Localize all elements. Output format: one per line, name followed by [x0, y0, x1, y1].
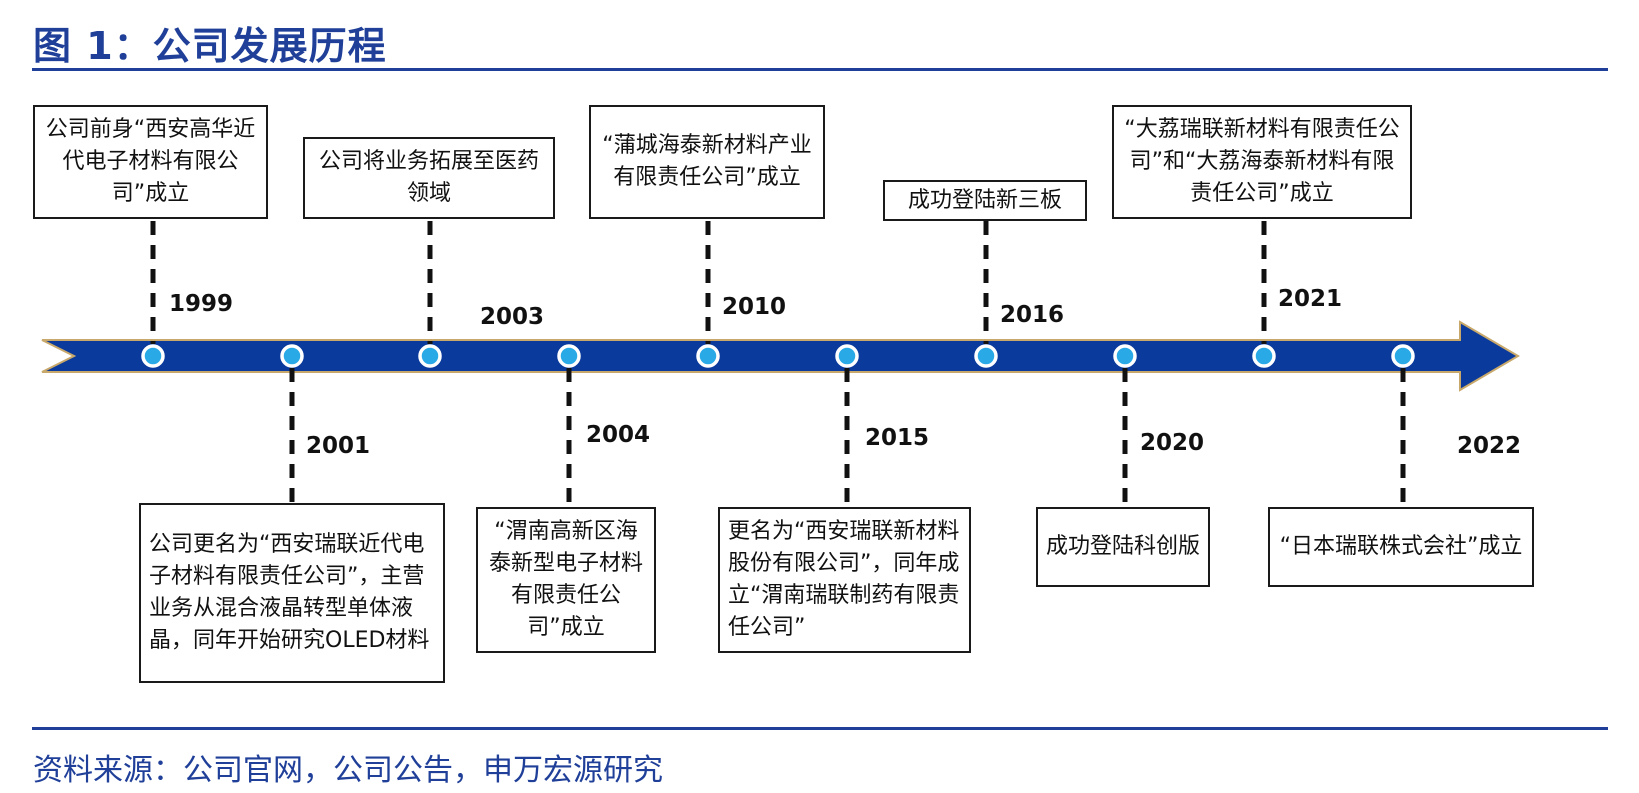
timeline-node-2020 — [1113, 344, 1137, 368]
event-box-2020: 成功登陆科创版 — [1036, 507, 1210, 587]
event-box-2021: “大荔瑞联新材料有限责任公司”和“大荔海泰新材料有限责任公司”成立 — [1112, 105, 1412, 219]
event-box-2003: 公司将业务拓展至医药领域 — [303, 137, 555, 219]
year-label-2020: 2020 — [1140, 430, 1205, 456]
event-box-2010: “蒲城海泰新材料产业有限责任公司”成立 — [589, 105, 825, 219]
timeline-node-2021 — [1252, 344, 1276, 368]
timeline-node-2010 — [696, 344, 720, 368]
event-box-2004: “渭南高新区海泰新型电子材料有限责任公司”成立 — [476, 507, 656, 653]
timeline-node-2004 — [557, 344, 581, 368]
year-label-2004: 2004 — [586, 422, 651, 448]
year-label-2016: 2016 — [1000, 302, 1065, 328]
year-label-2022: 2022 — [1457, 433, 1522, 459]
year-label-2010: 2010 — [722, 294, 787, 320]
event-box-2022: “日本瑞联株式会社”成立 — [1268, 507, 1534, 587]
event-box-2015: 更名为“西安瑞联新材料股份有限公司”，同年成立“渭南瑞联制药有限责任公司” — [718, 507, 971, 653]
year-label-2001: 2001 — [306, 433, 371, 459]
timeline-node-2015 — [835, 344, 859, 368]
timeline-node-2022 — [1391, 344, 1415, 368]
event-box-1999: 公司前身“西安高华近代电子材料有限公司”成立 — [33, 105, 268, 219]
source-note: 资料来源：公司官网，公司公告，申万宏源研究 — [33, 753, 663, 788]
year-label-2021: 2021 — [1278, 286, 1343, 312]
figure-title: 图 1：公司发展历程 — [33, 24, 387, 68]
timeline-arrow — [41, 320, 1520, 392]
event-box-2001: 公司更名为“西安瑞联近代电子材料有限责任公司”，主营业务从混合液晶转型单体液晶，… — [139, 503, 445, 683]
event-box-2016: 成功登陆新三板 — [883, 180, 1087, 221]
timeline-node-2016 — [974, 344, 998, 368]
timeline-node-2003 — [418, 344, 442, 368]
timeline-node-2001 — [280, 344, 304, 368]
top-divider — [32, 68, 1608, 71]
timeline-node-1999 — [141, 344, 165, 368]
year-label-2003: 2003 — [480, 304, 545, 330]
year-label-1999: 1999 — [169, 291, 234, 317]
bottom-divider — [32, 727, 1608, 730]
year-label-2015: 2015 — [865, 425, 930, 451]
